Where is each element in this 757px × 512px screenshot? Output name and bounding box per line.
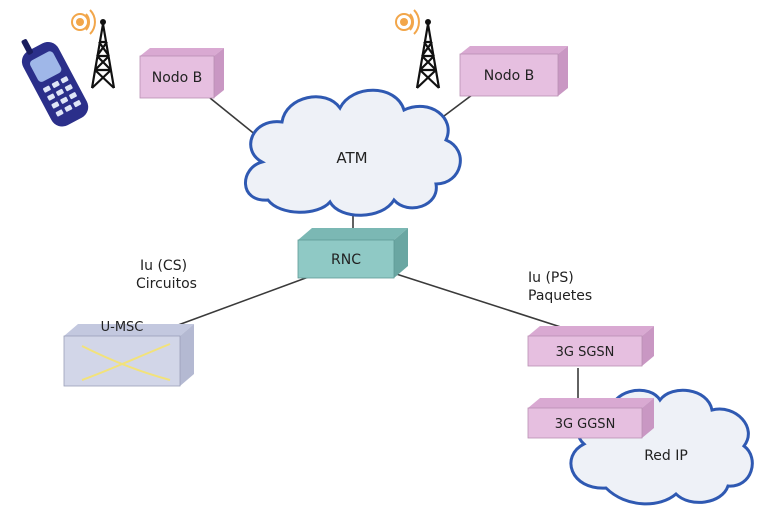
nodo-b-right-label: Nodo B (484, 68, 535, 84)
u-msc-box: U-MSC (63, 320, 194, 387)
antenna-tower-right-icon (395, 9, 441, 89)
link-rnc-umsc (169, 271, 323, 329)
phone-antenna (21, 39, 33, 55)
ggsn-box: 3G GGSN (527, 398, 654, 439)
sgsn-label: 3G SGSN (556, 345, 615, 360)
ggsn-label: 3G GGSN (555, 417, 616, 432)
sgsn-box: 3G SGSN (527, 326, 654, 367)
switch-cross-icon (81, 343, 171, 381)
iu-cs-label: Iu (CS) (140, 258, 187, 274)
rnc-box: RNC (297, 228, 408, 279)
atm-label: ATM (336, 149, 367, 167)
atm-cloud: ATM (244, 88, 462, 217)
red-ip-label: Red IP (644, 448, 688, 464)
u-msc-label: U-MSC (101, 320, 144, 335)
iu-ps-label: Iu (PS) (528, 270, 574, 286)
nodo-b-left-label: Nodo B (152, 70, 203, 86)
connection-lines (169, 94, 579, 398)
circuitos-label: Circuitos (136, 276, 197, 292)
link-rnc-sgsn (389, 271, 571, 331)
nodo-b-left-box: Nodo B (139, 48, 224, 99)
phone-screen (29, 51, 62, 82)
mobile-phone-icon (21, 39, 89, 127)
phone-keypad (42, 76, 82, 117)
paquetes-label: Paquetes (528, 288, 592, 304)
rnc-label: RNC (331, 252, 361, 268)
nodo-b-right-box: Nodo B (459, 46, 568, 97)
antenna-tower-left-icon (71, 9, 116, 89)
